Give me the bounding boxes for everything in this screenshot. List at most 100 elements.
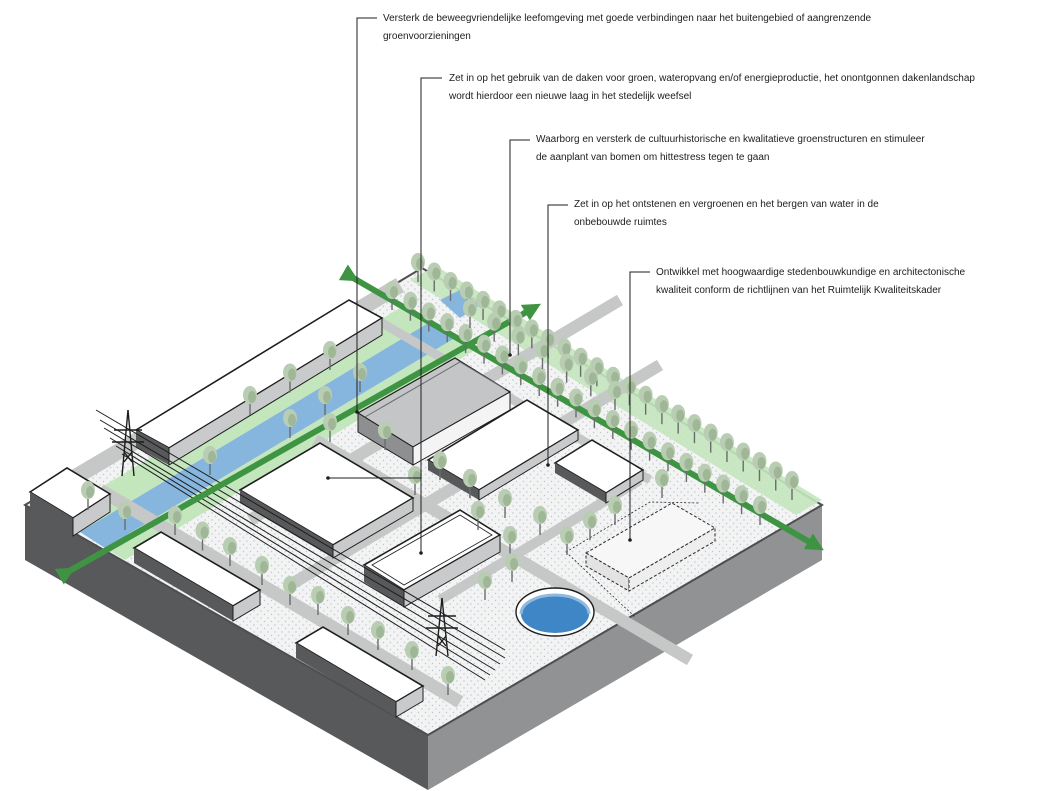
annotation-groenstructuren: Waarborg en versterk de cultuurhistorisc… <box>536 131 925 167</box>
annotation-line: Waarborg en versterk de cultuurhistorisc… <box>536 134 925 145</box>
tree <box>421 302 436 332</box>
tree <box>605 410 620 439</box>
tree <box>433 451 447 480</box>
tree <box>405 641 419 670</box>
tree <box>403 291 418 321</box>
tree <box>477 334 491 364</box>
annotation-beweegvriendelijk: Versterk de beweegvriendelijke leefomgev… <box>383 10 871 46</box>
tree <box>463 299 477 328</box>
tree <box>687 414 702 444</box>
tree <box>255 556 269 585</box>
annotation-line: de aanplant van bomen om hittestress teg… <box>536 152 770 163</box>
tree <box>734 485 749 515</box>
tree <box>559 353 574 383</box>
annotation-daken: Zet in op het gebruik van de daken voor … <box>449 70 975 106</box>
tree <box>752 452 767 482</box>
tree <box>443 271 458 301</box>
tree <box>283 363 297 393</box>
green-connection-arrows <box>54 264 824 585</box>
tree <box>168 506 182 535</box>
tree <box>471 501 485 530</box>
tree <box>427 262 442 292</box>
leader-a3 <box>509 139 530 355</box>
tree <box>719 433 734 463</box>
tree <box>513 356 528 386</box>
tree <box>679 453 694 482</box>
tree <box>478 571 492 600</box>
annotation-line: wordt hierdoor een nieuwe laag in het st… <box>449 91 692 102</box>
tree <box>503 526 517 555</box>
tree <box>385 281 399 310</box>
tree <box>654 395 669 425</box>
tree <box>638 385 653 415</box>
leader-a1 <box>356 17 377 412</box>
arrow-southwest-northeast <box>54 303 541 585</box>
tree <box>583 511 597 540</box>
tree <box>318 386 332 415</box>
tree <box>587 399 602 429</box>
tree <box>655 469 669 498</box>
tree <box>511 326 526 356</box>
tree <box>283 409 297 438</box>
tree <box>378 421 392 450</box>
tree <box>223 537 237 566</box>
tree <box>550 377 565 407</box>
tree <box>323 413 337 442</box>
tree <box>524 319 539 349</box>
annotation-line: Zet in op het ontstenen en vergroenen en… <box>574 199 879 210</box>
tree <box>408 466 422 495</box>
tree <box>195 521 210 551</box>
tree <box>463 469 477 498</box>
tree <box>81 481 95 510</box>
tree <box>736 442 751 472</box>
tree <box>487 312 502 342</box>
annotation-ontstenen: Zet in op het ontstenen en vergroenen en… <box>574 196 879 232</box>
tree <box>118 501 132 530</box>
tree <box>243 386 257 415</box>
tree-layer <box>81 253 799 695</box>
annotation-line: Zet in op het gebruik van de daken voor … <box>449 73 975 84</box>
tree <box>505 553 519 582</box>
leader-a2 <box>420 77 442 553</box>
pylon-south <box>426 597 458 657</box>
tree <box>476 290 491 320</box>
tree <box>283 576 297 605</box>
tree <box>573 347 588 377</box>
building-southwest-b <box>294 626 425 718</box>
tree <box>560 526 574 555</box>
tree <box>533 506 547 535</box>
annotation-endpoints <box>326 353 632 555</box>
tree <box>768 461 783 491</box>
leader-a5 <box>629 271 650 540</box>
tree <box>323 341 337 370</box>
tree <box>753 496 767 525</box>
tree <box>532 367 547 396</box>
water-basin <box>515 587 595 637</box>
tree <box>203 446 217 475</box>
tree <box>608 381 622 410</box>
tree <box>341 606 355 635</box>
annotation-leaders <box>328 17 650 553</box>
tree <box>371 621 385 650</box>
tree <box>495 345 510 375</box>
tree <box>624 420 639 450</box>
tree <box>661 442 675 472</box>
ground-side-right <box>428 505 822 790</box>
annotation-line: onbebouwde ruimtes <box>574 217 667 228</box>
annotation-line: kwaliteit conform de richtlijnen van het… <box>656 285 942 296</box>
tree <box>441 666 455 695</box>
tree <box>703 423 718 453</box>
tree <box>716 474 731 504</box>
tree <box>583 367 598 397</box>
tree <box>569 388 583 418</box>
tree <box>608 496 622 525</box>
annotation-line: Ontwikkel met hoogwaardige stedenbouwkun… <box>656 267 966 278</box>
tree <box>697 463 712 493</box>
annotation-line: groenvoorzieningen <box>383 31 471 42</box>
tree <box>311 586 325 615</box>
leader-a4 <box>547 204 568 465</box>
tree <box>622 376 637 406</box>
tree <box>785 471 799 500</box>
tree <box>440 313 455 343</box>
